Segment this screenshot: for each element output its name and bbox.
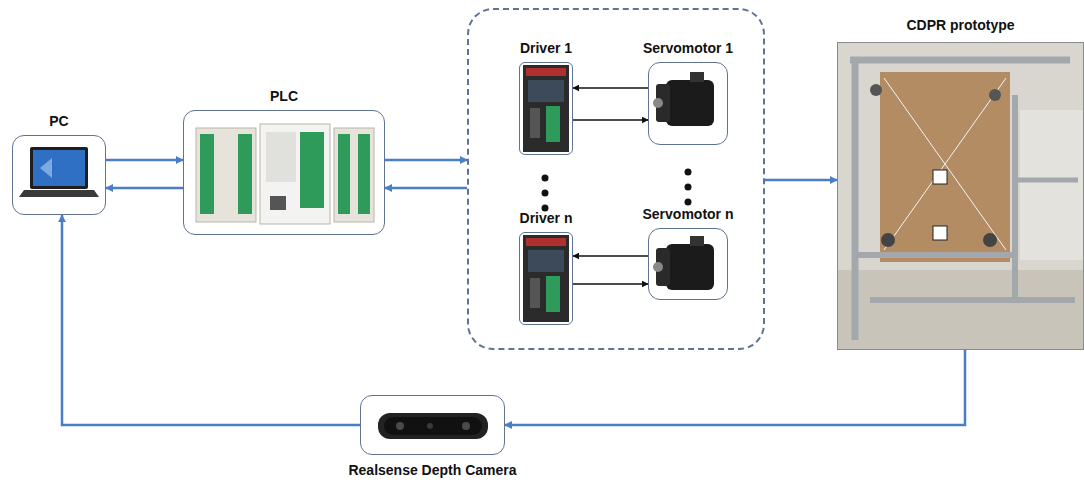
connector-arrow: [573, 255, 648, 257]
connector-arrow: [573, 283, 648, 285]
driver-box: Driver 1: [519, 62, 573, 155]
node-heading: PLC: [270, 88, 298, 105]
connector-arrow: [573, 87, 648, 89]
node-heading: Driver 1: [520, 40, 572, 57]
node-heading: Driver n: [520, 210, 573, 227]
cdpr-photo-frame: CDPR prototype: [837, 42, 1084, 350]
laptop-icon: [19, 147, 99, 197]
plc-box: PLC: [183, 110, 385, 235]
camera-box: Realsense Depth Camera: [360, 395, 505, 455]
node-heading: Servomotor n: [642, 206, 733, 223]
servomotor-icon: [653, 72, 714, 290]
connector-arrow: [385, 187, 467, 190]
plc-modules: [196, 124, 374, 224]
camera-icon: [378, 413, 488, 439]
driver-icon: [523, 65, 569, 322]
connector-arrow: [106, 187, 183, 190]
node-heading: Realsense Depth Camera: [348, 462, 516, 479]
connector-arrow: [106, 159, 183, 162]
connector-arrow: [573, 119, 648, 121]
servomotor-box: Servomotor 1: [648, 62, 728, 145]
node-heading: PC: [49, 113, 68, 130]
driver-group: Driver 1 Servomotor 1 Driver n Servomotor n: [467, 8, 765, 350]
ellipsis-dots: [542, 169, 692, 212]
driver-box: Driver n: [519, 232, 573, 325]
node-heading: Servomotor 1: [643, 40, 733, 57]
servomotor-box: Servomotor n: [648, 228, 728, 300]
connector-arrow: [62, 215, 360, 425]
connector-arrow: [385, 159, 467, 162]
pc-box: PC: [12, 135, 106, 215]
connector-arrow: [765, 179, 837, 182]
node-heading: CDPR prototype: [906, 17, 1014, 34]
cdpr-photo: [837, 42, 1084, 350]
connector-arrow: [505, 350, 965, 425]
